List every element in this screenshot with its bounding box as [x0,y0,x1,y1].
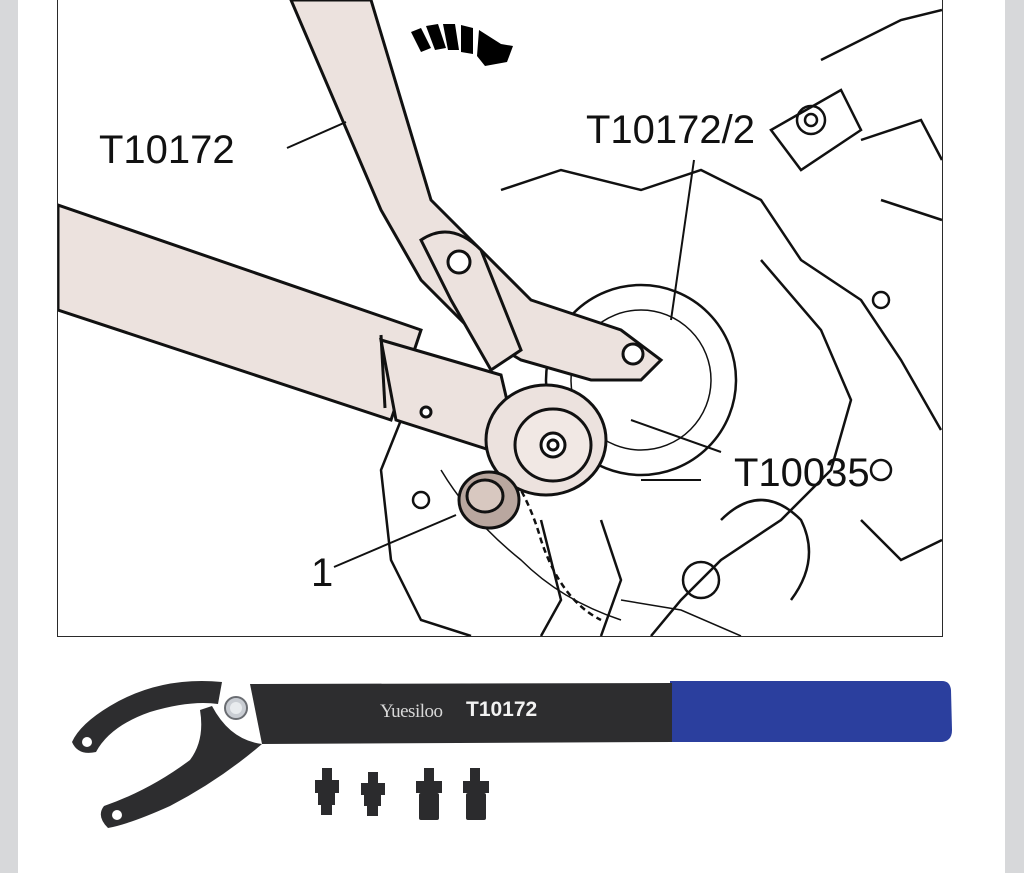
callout-pin: T10172/2 [586,108,756,152]
wrench-illustration [72,681,952,828]
callout-holder: T10035 [734,451,870,495]
right-margin-bar [1005,0,1024,873]
left-margin-bar [0,0,18,873]
clockwise-arrow-icon [411,24,513,66]
callout-part-1: 1 [311,551,334,595]
technical-diagram: T10172 T10172/2 T10035 1 [57,0,943,637]
model-label: T10172 [466,698,538,721]
callout-main-tool: T10172 [99,128,235,172]
brand-logo: Yuesiloo [380,701,443,722]
product-photo: Yuesiloo T10172 [0,640,1024,873]
engine-illustration [58,0,942,636]
